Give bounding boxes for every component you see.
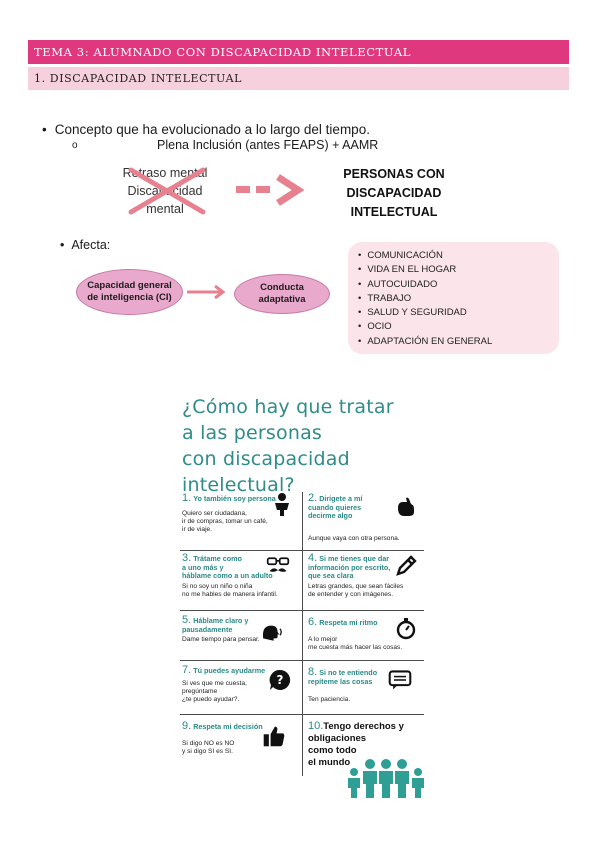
item-number: 2. — [308, 492, 318, 504]
cross-out-icon — [128, 167, 206, 215]
oval-line: Capacidad general — [87, 280, 172, 291]
list-item: ADAPTACIÓN EN GENERAL — [358, 335, 559, 349]
item-head: Si no te entiendo repíteme las cosas — [308, 668, 378, 686]
arrow-right-icon — [187, 284, 226, 300]
poster-item-2: 2.Dirígete a mí cuando quieres decirme a… — [308, 492, 432, 543]
concept-text: Concepto que ha evolucionado a lo largo … — [54, 122, 370, 137]
new-term-line: PERSONAS CON — [343, 167, 445, 181]
list-item: VIDA EN EL HOGAR — [358, 263, 559, 277]
poster-item-1: 1.Yo también soy persona Quiero ser ciud… — [182, 492, 306, 534]
dashed-arrow-icon — [236, 174, 305, 206]
item-number: 3. — [182, 552, 192, 564]
pencil-icon — [396, 555, 417, 576]
poster-divider — [302, 492, 303, 776]
glasses-mustache-icon — [266, 557, 290, 572]
list-item: COMUNICACIÓN — [358, 249, 559, 263]
item-head: Háblame claro y pausadamente — [182, 616, 249, 634]
item-body: Si ves que me cuesta, pregúntame ¿te pue… — [182, 679, 247, 703]
item-number: 1. — [182, 492, 192, 504]
list-item: OCIO — [358, 320, 559, 334]
item-body: Letras grandes, que sean fáciles de ente… — [308, 582, 404, 598]
oval-line: adaptativa — [258, 294, 306, 305]
affects-bullet: • Afecta: — [60, 238, 110, 252]
poster-item-5: 5.Háblame claro y pausadamente Dame tiem… — [182, 614, 306, 644]
bullet-dot-icon: • — [42, 122, 47, 137]
person-icon — [275, 493, 289, 516]
stopwatch-icon — [396, 618, 416, 640]
item-number: 9. — [182, 720, 192, 732]
topic-title-bar: TEMA 3: ALUMNADO CON DISCAPACIDAD INTELE… — [28, 40, 569, 64]
areas-list: COMUNICACIÓN VIDA EN EL HOGAR AUTOCUIDAD… — [358, 249, 559, 349]
poster-title-line: a las personas — [182, 422, 323, 444]
list-item: SALUD Y SEGURIDAD — [358, 306, 559, 320]
list-item: AUTOCUIDADO — [358, 278, 559, 292]
poster-title: ¿Cómo hay que tratar a las personas con … — [182, 394, 438, 498]
item-body: Ten paciencia. — [308, 696, 351, 703]
item-body: Dame tiempo para pensar. — [182, 636, 260, 643]
item-head: Tú puedes ayudarme — [193, 666, 266, 675]
item-number: 4. — [308, 552, 318, 564]
poster-title-line: con discapacidad intelectual? — [182, 448, 350, 496]
affects-label: Afecta: — [71, 238, 111, 252]
item-head: Respeta mi decisión — [193, 722, 263, 731]
arrow-dash — [256, 186, 270, 193]
section-title-bar: 1. DISCAPACIDAD INTELECTUAL — [28, 67, 569, 90]
new-term-line: INTELECTUAL — [350, 205, 438, 219]
arrow-head — [214, 284, 226, 300]
sub-bullet-text: Plena Inclusión (antes FEAPS) + AAMR — [157, 138, 379, 152]
old-term-line: mental — [146, 202, 184, 216]
question-bubble-icon: ? — [269, 669, 291, 690]
thumbs-up-icon — [263, 726, 285, 747]
arrow-dash — [236, 186, 250, 193]
cross-stroke — [128, 167, 206, 215]
item-body: Si no soy un niño o niña no me hables de… — [182, 582, 278, 598]
concept-bullet: • Concepto que ha evolucionado a lo largo… — [42, 122, 370, 137]
oval-line: de inteligencia (CI) — [87, 292, 172, 303]
item-body: Aunque vaya con otra persona. — [308, 534, 400, 542]
item-body: Si digo NO es NO y si digo SI es SI. — [182, 739, 235, 755]
poster-item-9: 9.Respeta mi decisión Si digo NO es NO y… — [182, 720, 306, 756]
item-number: 10. — [308, 720, 324, 732]
item-body: A lo mejor me cuesta más hacer las cosas… — [308, 635, 403, 651]
item-number: 5. — [182, 614, 192, 626]
item-number: 8. — [308, 666, 318, 678]
poster-item-10: 10.Tengo derechos y obligaciones como to… — [308, 720, 432, 769]
item-head: Yo también soy persona — [193, 494, 276, 503]
speech-bubble-icon — [388, 670, 412, 690]
poster-title-line: ¿Cómo hay que tratar — [182, 396, 394, 418]
poster-item-6: 6.Respeta mi ritmo A lo mejor me cuesta … — [308, 616, 432, 652]
sub-bullet-marker: o — [72, 140, 78, 151]
adaptive-areas-box: COMUNICACIÓN VIDA EN EL HOGAR AUTOCUIDAD… — [348, 242, 559, 354]
oval-line: Conducta — [260, 282, 304, 293]
arrow-head — [276, 174, 305, 206]
item-body: Quiero ser ciudadana, ir de compras, tom… — [182, 509, 268, 533]
list-item: TRABAJO — [358, 292, 559, 306]
poster-item-7: 7.Tú puedes ayudarme Si ves que me cuest… — [182, 664, 306, 704]
item-head: Si me tienes que dar información por esc… — [308, 554, 391, 580]
item-number: 6. — [308, 616, 318, 628]
group-of-people-icon — [348, 759, 424, 798]
speaking-head-icon — [262, 625, 282, 641]
item-head: Respeta mi ritmo — [319, 618, 378, 627]
new-terminology: PERSONAS CON DISCAPACIDAD INTELECTUAL — [320, 165, 468, 222]
bullet-dot-icon: • — [60, 238, 72, 252]
hand-pointing-icon — [398, 497, 414, 516]
poster-item-8: 8.Si no te entiendo repíteme las cosas T… — [308, 666, 432, 704]
poster-item-3: 3.Trátame como a uno más y háblame como … — [182, 552, 306, 599]
item-number: 7. — [182, 664, 192, 676]
new-term-line: DISCAPACIDAD — [346, 186, 442, 200]
item-head: Tengo derechos y obligaciones como todo … — [308, 721, 404, 768]
poster-image: ¿Cómo hay que tratar a las personas con … — [166, 384, 438, 804]
item-head: Trátame como a uno más y háblame como a … — [182, 554, 273, 580]
poster-item-4: 4.Si me tienes que dar información por e… — [308, 552, 432, 599]
item-head: Dirígete a mí cuando quieres decirme alg… — [308, 494, 363, 520]
svg-text:?: ? — [277, 673, 284, 687]
